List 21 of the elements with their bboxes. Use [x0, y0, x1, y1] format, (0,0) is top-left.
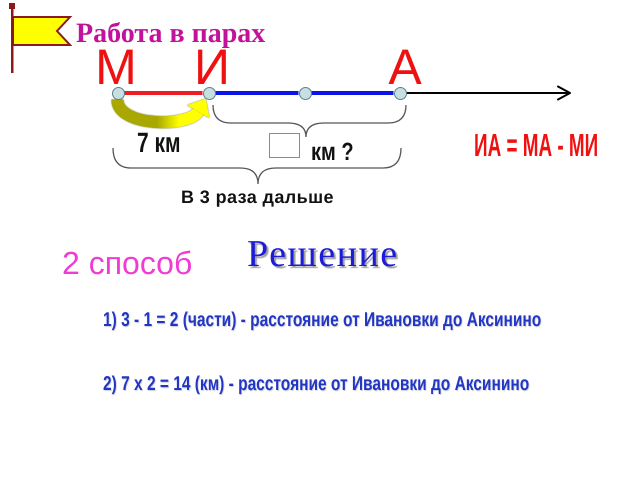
solution-step: 2) 7 х 2 = 14 (км) - расстояние от Ивановки до Аксинино	[103, 373, 530, 395]
line-segment	[124, 91, 202, 95]
solution-heading: Решение	[247, 234, 399, 276]
method-label: 2 способ	[62, 246, 192, 282]
arrow-line	[406, 86, 571, 100]
formula-text: ИА = МА - МИ	[474, 129, 598, 161]
point-letter: И	[194, 49, 230, 86]
distance-label: 7 км	[137, 129, 181, 157]
line-segment	[216, 91, 298, 95]
point-marker	[298, 86, 312, 100]
point-marker	[112, 86, 124, 100]
curved-arrow	[112, 98, 209, 128]
title: Работа в парах	[76, 19, 266, 48]
solution-step: 1) 3 - 1 = 2 (части) - расстояние от Ивановки до Аксинино	[103, 309, 542, 331]
point-letter: А	[388, 49, 422, 86]
brace-label: В 3 раза дальше	[181, 188, 334, 208]
question-label: км ?	[311, 140, 354, 165]
point-letter: М	[95, 49, 137, 86]
point-marker	[394, 86, 406, 100]
point-marker	[202, 86, 216, 100]
line-segment	[312, 91, 394, 95]
